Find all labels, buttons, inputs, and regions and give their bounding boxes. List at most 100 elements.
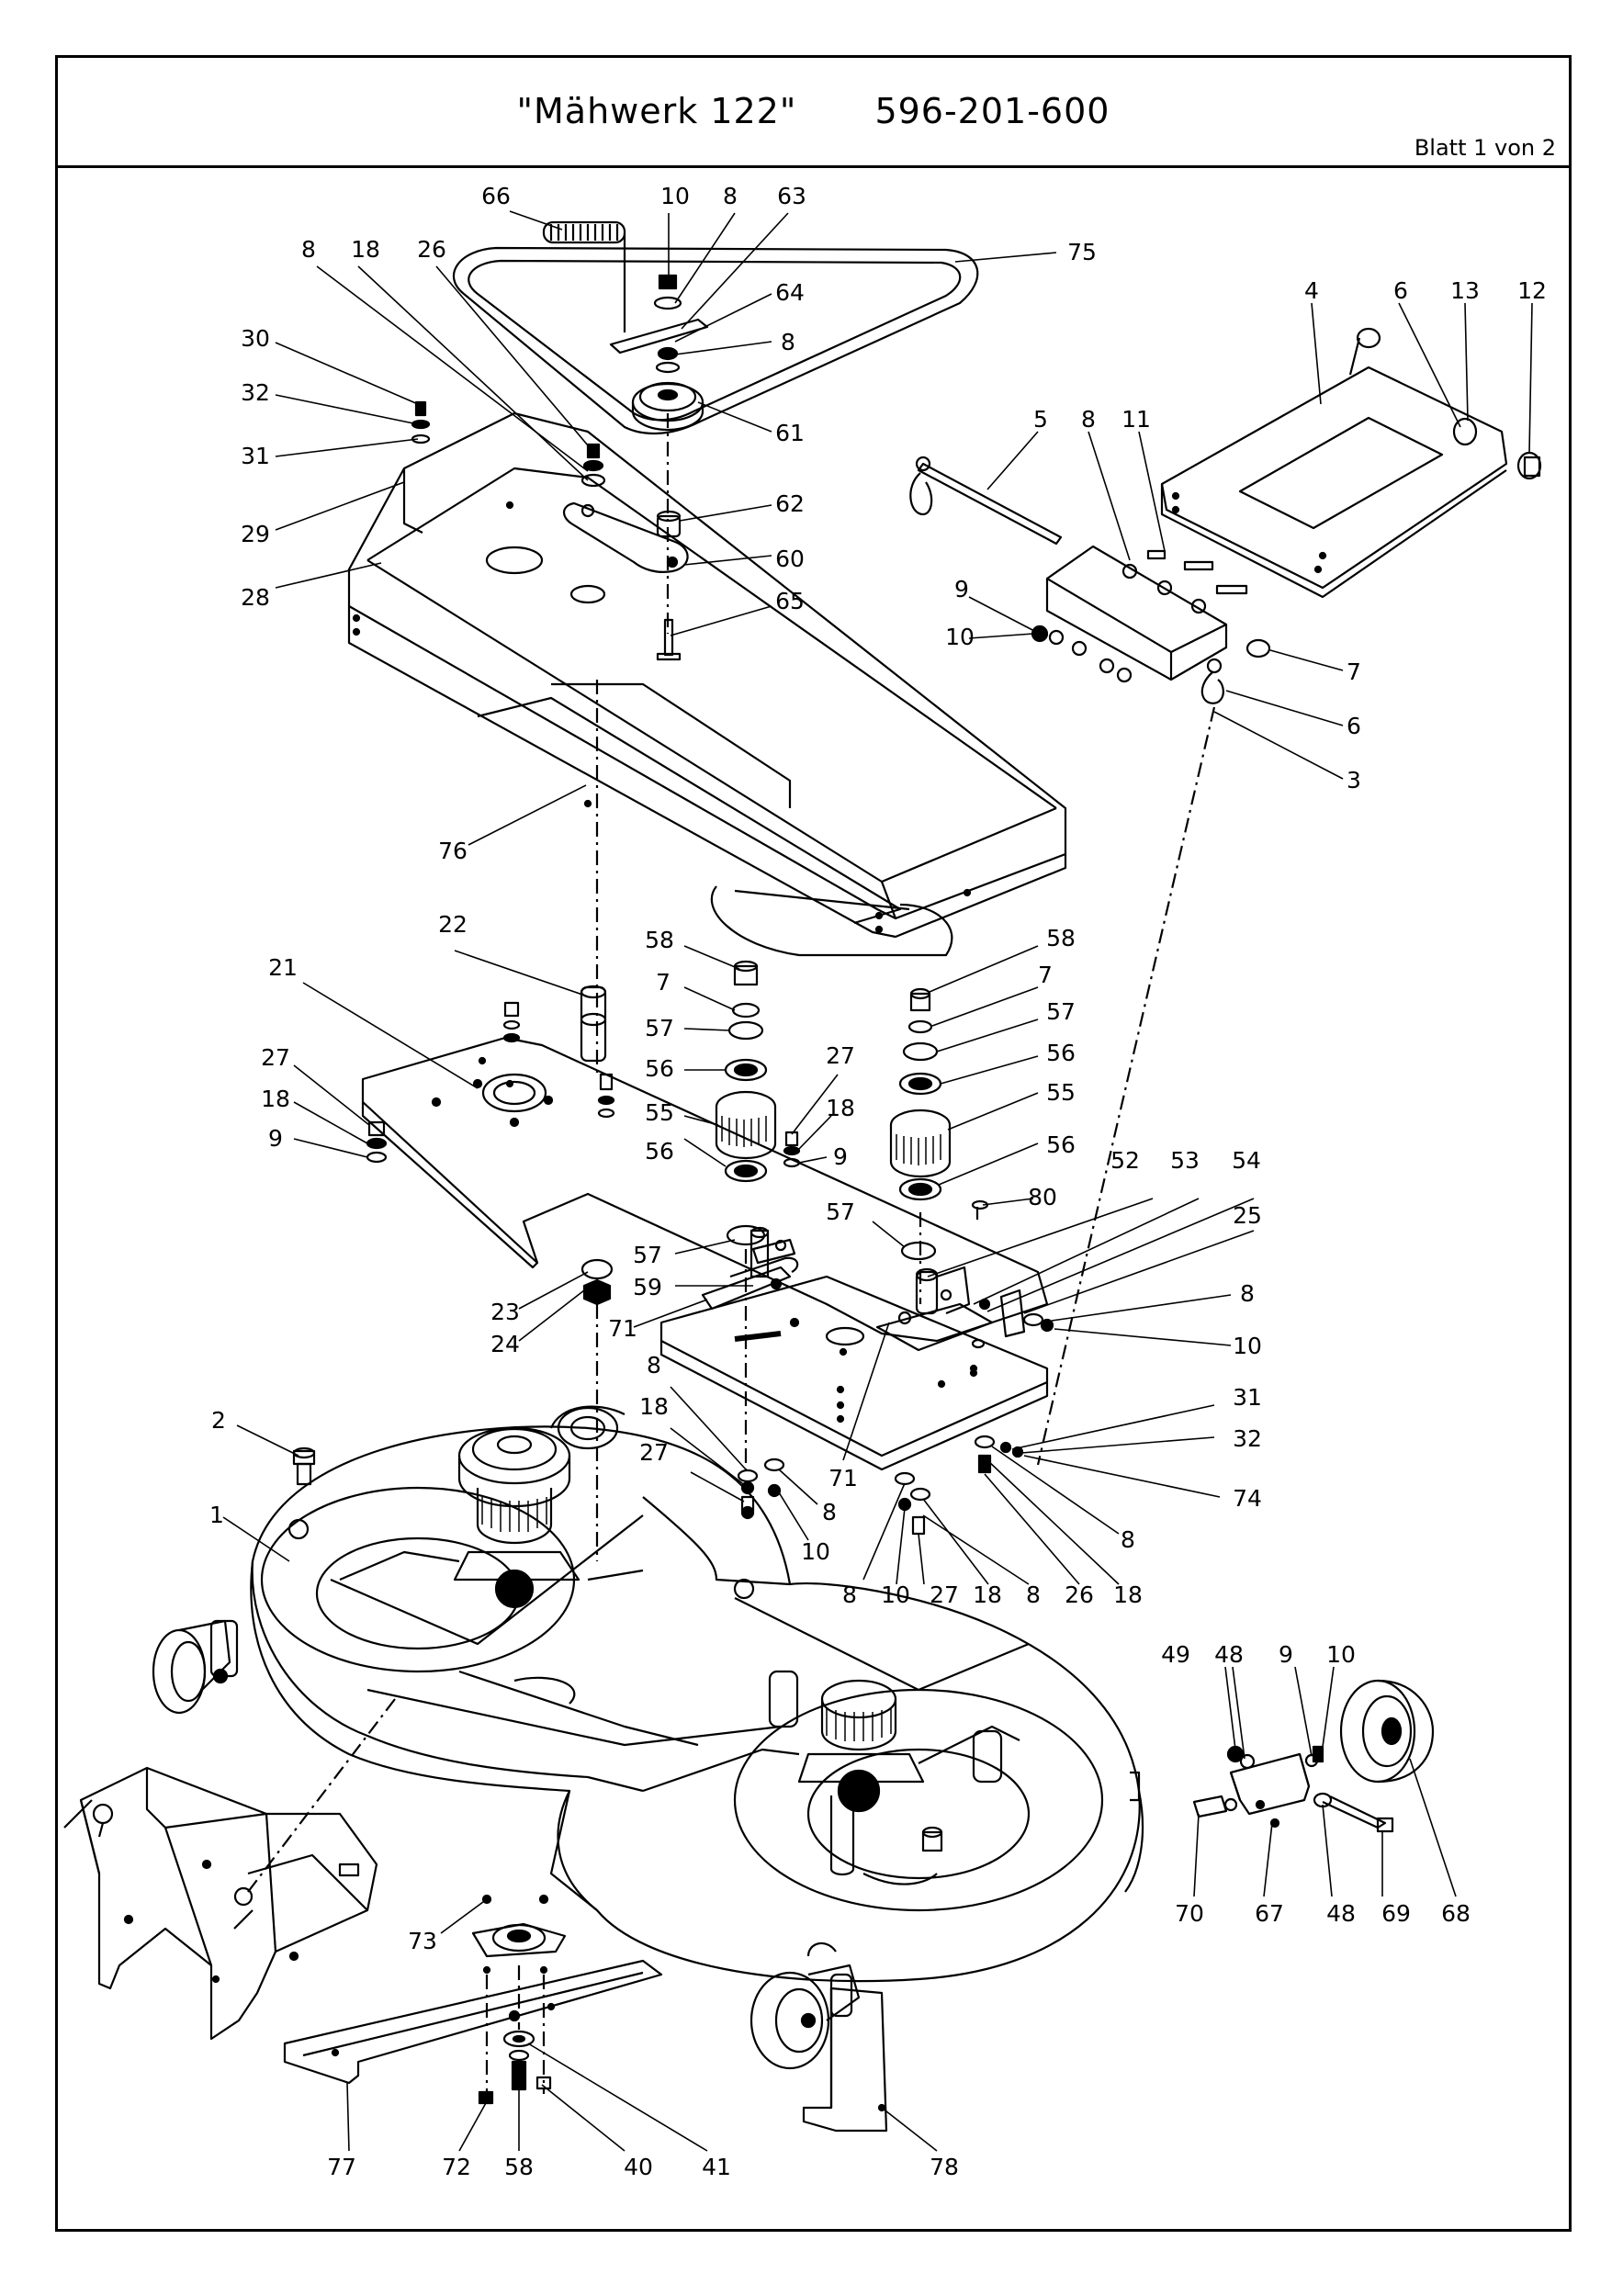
plate-fasteners [366, 1001, 989, 1220]
callout-32: 32 [1233, 1425, 1262, 1452]
callout-49: 49 [1161, 1641, 1190, 1668]
callout-62: 62 [775, 490, 805, 517]
spindle-shaft [580, 985, 607, 1063]
callout-10: 10 [801, 1538, 830, 1565]
mower-deck [250, 1425, 1144, 1983]
callout-78: 78 [930, 2154, 959, 2180]
callout-58: 58 [1046, 925, 1076, 951]
idler-arm [563, 501, 689, 573]
callout-13: 13 [1450, 277, 1480, 304]
callout-24: 24 [490, 1331, 520, 1357]
anti-scalp-bracket [802, 1986, 888, 2133]
right-fastener-cluster [737, 1435, 1024, 1536]
leader-lines [222, 210, 1533, 2152]
callout-9: 9 [1279, 1641, 1293, 1668]
callout-59: 59 [633, 1274, 662, 1300]
callout-53: 53 [1170, 1147, 1200, 1174]
callout-58: 58 [504, 2154, 534, 2180]
callout-18: 18 [826, 1095, 855, 1121]
callout-25: 25 [1233, 1202, 1262, 1229]
callout-27: 27 [930, 1581, 959, 1608]
callout-75: 75 [1067, 239, 1097, 265]
callout-27: 27 [639, 1439, 669, 1466]
drive-belt [452, 246, 979, 434]
callout-10: 10 [660, 183, 690, 209]
callout-8: 8 [1026, 1581, 1041, 1608]
lift-bracket-assembly [1160, 327, 1542, 599]
callout-26: 26 [1065, 1581, 1094, 1608]
mounting-plate [361, 1036, 1049, 1343]
callout-2: 2 [211, 1407, 226, 1434]
right-deck-spindle [642, 1670, 1020, 1876]
callout-55: 55 [1046, 1079, 1076, 1106]
callout-6: 6 [1393, 277, 1408, 304]
drawing-title: "Mähwerk 122" [516, 91, 797, 131]
header-divider [58, 165, 1569, 168]
callout-8: 8 [1081, 406, 1096, 433]
callout-64: 64 [775, 279, 805, 306]
callout-72: 72 [442, 2154, 471, 2180]
callout-29: 29 [241, 521, 270, 547]
callout-labels: 66 10 8 63 75 8 18 26 64 8 30 32 31 61 2… [209, 183, 1547, 2180]
blade-hub [471, 1894, 567, 1975]
callout-57: 57 [1046, 998, 1076, 1025]
callout-32: 32 [241, 379, 270, 406]
callout-10: 10 [945, 624, 975, 650]
callout-22: 22 [438, 911, 468, 938]
callout-11: 11 [1121, 406, 1151, 433]
callout-63: 63 [777, 183, 806, 209]
callout-10: 10 [881, 1581, 910, 1608]
callout-71: 71 [608, 1315, 637, 1342]
callout-40: 40 [624, 2154, 653, 2180]
callout-71: 71 [828, 1465, 858, 1491]
callout-74: 74 [1233, 1485, 1262, 1512]
adjust-stud [292, 1446, 316, 1486]
callout-52: 52 [1110, 1147, 1140, 1174]
left-pulley-stack [715, 960, 777, 1246]
cutting-blade [283, 1959, 663, 2085]
lower-support-plate [659, 1275, 1049, 1471]
callout-3: 3 [1347, 767, 1361, 793]
callout-55: 55 [645, 1099, 674, 1126]
callout-70: 70 [1175, 1900, 1204, 1927]
callout-26: 26 [417, 236, 446, 263]
idler-bolt [656, 618, 682, 661]
callout-7: 7 [656, 969, 671, 996]
callout-54: 54 [1232, 1147, 1261, 1174]
deck-wheel-left [152, 1619, 239, 1715]
callout-31: 31 [241, 443, 270, 469]
callout-5: 5 [1033, 406, 1048, 433]
cover-fastener-stack [411, 400, 606, 488]
drawing-title-block: "Mähwerk 122" 596-201-600 [58, 91, 1569, 131]
tension-spring [542, 220, 626, 244]
callout-30: 30 [241, 325, 270, 352]
idler-hardware-stack [609, 274, 709, 374]
callout-18: 18 [973, 1581, 1002, 1608]
callout-56: 56 [645, 1055, 674, 1082]
callout-10: 10 [1233, 1333, 1262, 1359]
sheet-number: Blatt 1 von 2 [1414, 135, 1556, 161]
callout-56: 56 [1046, 1040, 1076, 1066]
callout-6: 6 [1347, 713, 1361, 739]
gauge-wheel-assembly [1192, 1679, 1435, 1833]
callout-9: 9 [954, 576, 969, 602]
callout-67: 67 [1255, 1900, 1284, 1927]
callout-61: 61 [775, 420, 805, 446]
callout-8: 8 [822, 1499, 837, 1525]
callout-80: 80 [1028, 1184, 1057, 1210]
callout-9: 9 [268, 1125, 283, 1152]
deck-wheel-front [750, 1941, 861, 2070]
callout-57: 57 [633, 1242, 662, 1268]
callout-48: 48 [1326, 1900, 1356, 1927]
callout-58: 58 [645, 927, 674, 953]
callout-18: 18 [1113, 1581, 1143, 1608]
lift-rod [909, 456, 1063, 546]
callout-8: 8 [1121, 1526, 1135, 1553]
right-pulley-stack [889, 987, 952, 1261]
blade-fasteners [478, 2030, 552, 2105]
callout-68: 68 [1441, 1900, 1471, 1927]
callout-18: 18 [639, 1393, 669, 1420]
callout-57: 57 [645, 1015, 674, 1041]
drawing-frame: "Mähwerk 122" 596-201-600 Blatt 1 von 2 [55, 55, 1572, 2232]
